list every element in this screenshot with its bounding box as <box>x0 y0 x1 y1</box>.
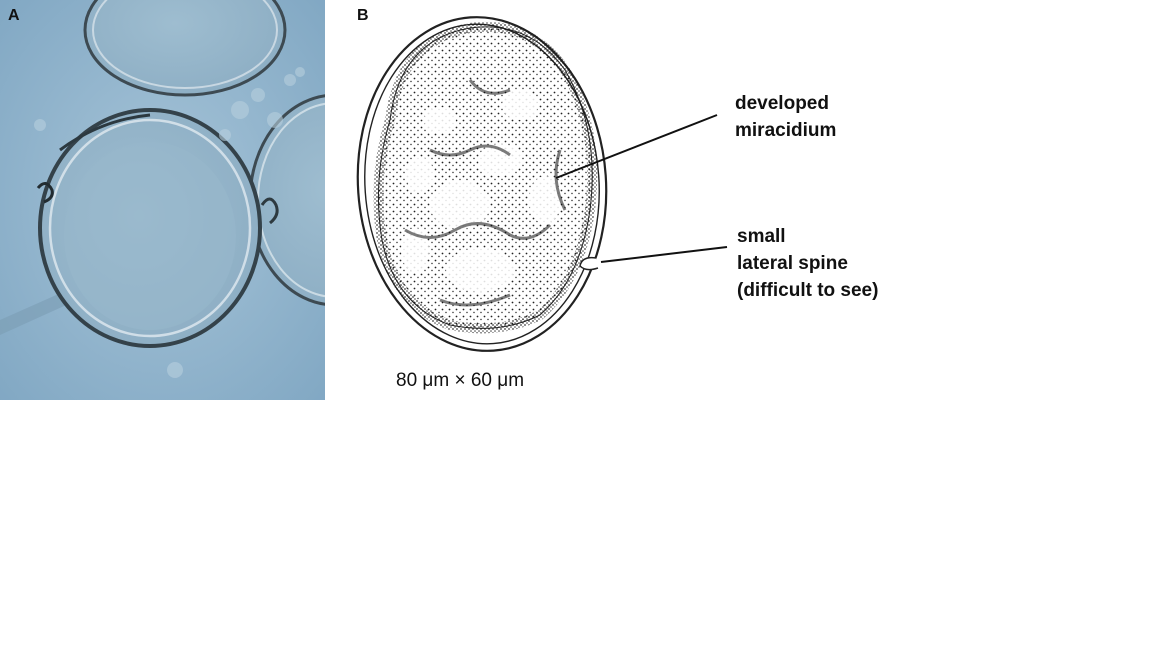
micrograph-image <box>0 0 325 400</box>
lateral-spine <box>579 256 599 271</box>
debris-cells <box>34 67 305 378</box>
leader-line-miracidium <box>555 114 718 179</box>
panel-label-b: B <box>357 7 369 24</box>
label-line: miracidium <box>735 120 837 141</box>
egg-center <box>36 108 262 348</box>
label-line: (difficult to see) <box>737 280 879 301</box>
egg-drawing <box>356 16 728 352</box>
label-line: lateral spine <box>737 253 848 274</box>
label-line: developed <box>735 93 829 114</box>
micrograph-panel <box>0 0 325 400</box>
leader-line-spine <box>600 246 728 263</box>
panel-label-a: A <box>8 7 20 24</box>
egg-top <box>83 0 287 97</box>
label-developed-miracidium: developed miracidium <box>735 90 836 144</box>
label-lateral-spine: small lateral spine (difficult to see) <box>737 223 878 304</box>
label-line: small <box>737 226 786 247</box>
scale-caption: 80 μm × 60 μm <box>396 370 525 391</box>
